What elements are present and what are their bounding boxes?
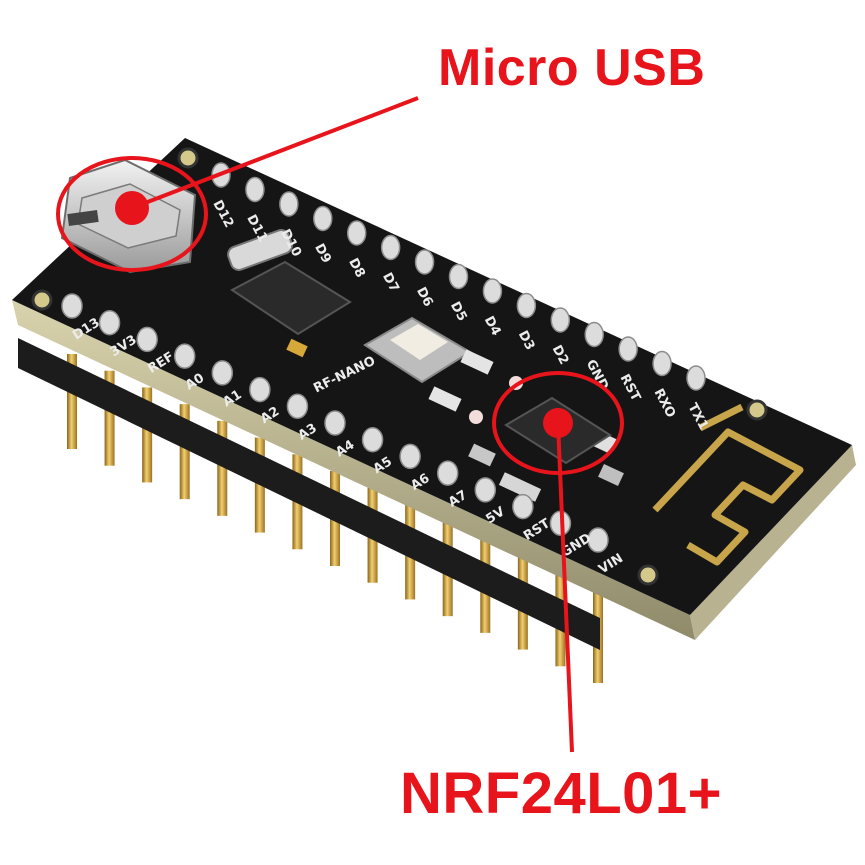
pin-pad bbox=[618, 336, 638, 362]
usb-callout-line bbox=[131, 96, 419, 210]
header-pin bbox=[67, 354, 77, 449]
pin-pad bbox=[286, 393, 309, 420]
pcb-antenna bbox=[652, 403, 804, 566]
pin-pad bbox=[474, 477, 497, 503]
pin-pad bbox=[550, 307, 571, 333]
pcb-edge-right bbox=[690, 445, 856, 640]
pin-pad bbox=[346, 220, 367, 246]
mount-hole bbox=[637, 564, 659, 586]
usb-callout-ring bbox=[56, 156, 208, 272]
pin-pad bbox=[313, 205, 333, 232]
pin-pad bbox=[516, 292, 537, 319]
header-pin bbox=[179, 404, 190, 500]
pin-pad bbox=[61, 293, 83, 319]
pin-pad bbox=[136, 326, 158, 353]
pin-pads bbox=[61, 162, 706, 553]
pin-pad bbox=[173, 343, 196, 369]
pin-pad bbox=[448, 263, 469, 290]
pin-pad bbox=[249, 376, 271, 403]
crystal bbox=[227, 229, 293, 271]
mount-hole bbox=[31, 289, 53, 311]
smd-component bbox=[286, 338, 308, 358]
smd-component bbox=[460, 349, 494, 375]
pin-pad bbox=[279, 191, 299, 217]
pin-pad bbox=[399, 443, 421, 470]
led bbox=[469, 410, 483, 424]
pin-pad bbox=[98, 309, 121, 336]
pin-pad bbox=[414, 249, 435, 275]
pin-pad bbox=[587, 527, 609, 553]
pin-pad bbox=[245, 176, 265, 203]
pin-pad bbox=[482, 278, 503, 304]
mount-hole bbox=[746, 399, 768, 421]
pin-pad bbox=[686, 365, 706, 391]
pin-pad bbox=[361, 426, 384, 453]
pin-pad bbox=[436, 460, 459, 486]
nrf24l01-callout-label: NRF24L01+ bbox=[400, 761, 723, 826]
pin-pad bbox=[512, 493, 534, 520]
header-strip bbox=[18, 338, 600, 650]
smd-component bbox=[598, 464, 624, 486]
pin-pad bbox=[380, 234, 401, 261]
pin-pad bbox=[324, 410, 346, 436]
mount-hole bbox=[177, 147, 199, 169]
pin-pad bbox=[584, 321, 604, 348]
smd-component bbox=[468, 443, 496, 467]
pcb-edge bbox=[12, 300, 695, 640]
mcu-chip bbox=[230, 260, 352, 336]
header-pin bbox=[104, 370, 115, 466]
pin-pad bbox=[211, 360, 234, 386]
micro-usb-callout-label: Micro USB bbox=[438, 39, 706, 97]
smd-component bbox=[498, 472, 542, 502]
header-pin bbox=[142, 387, 153, 483]
smd-component bbox=[428, 386, 462, 412]
header-pin bbox=[217, 420, 228, 516]
pin-pad bbox=[652, 350, 672, 377]
nrf-callout-line bbox=[556, 422, 574, 753]
nrf-callout-ring bbox=[492, 371, 624, 475]
